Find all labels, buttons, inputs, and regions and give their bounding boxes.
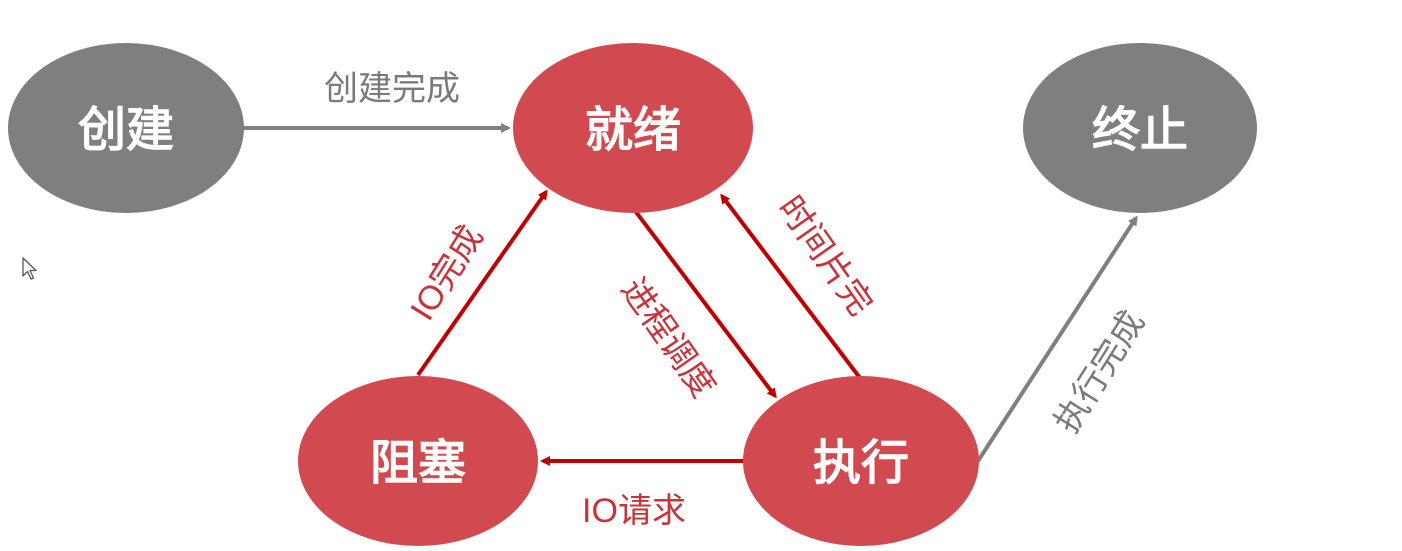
state-running-label: 执行 [813, 435, 909, 491]
state-ready: 就绪 [513, 43, 753, 213]
state-ready-label: 就绪 [585, 102, 681, 158]
label-create-done: 创建完成 [324, 70, 460, 108]
state-terminate-label: 终止 [1092, 102, 1188, 158]
state-terminate: 终止 [1023, 43, 1257, 213]
label-io-request: IO请求 [582, 492, 686, 530]
state-create: 创建 [8, 43, 244, 213]
mouse-pointer-icon [22, 257, 37, 280]
label-exec-done: 执行完成 [1048, 304, 1152, 439]
state-create-label: 创建 [78, 102, 174, 158]
edge-running-to-ready [720, 193, 862, 380]
label-dispatch: 进程调度 [613, 271, 722, 404]
label-io-done: IO完成 [403, 219, 490, 327]
edge-ready-to-running [634, 210, 777, 399]
edge-blocked-to-ready [416, 189, 548, 377]
state-running: 执行 [743, 376, 979, 546]
label-timeslice-done: 时间片完 [770, 189, 879, 322]
state-blocked-label: 阻塞 [370, 435, 466, 491]
edge-running-to-terminate [976, 215, 1138, 463]
state-blocked: 阻塞 [298, 376, 538, 546]
